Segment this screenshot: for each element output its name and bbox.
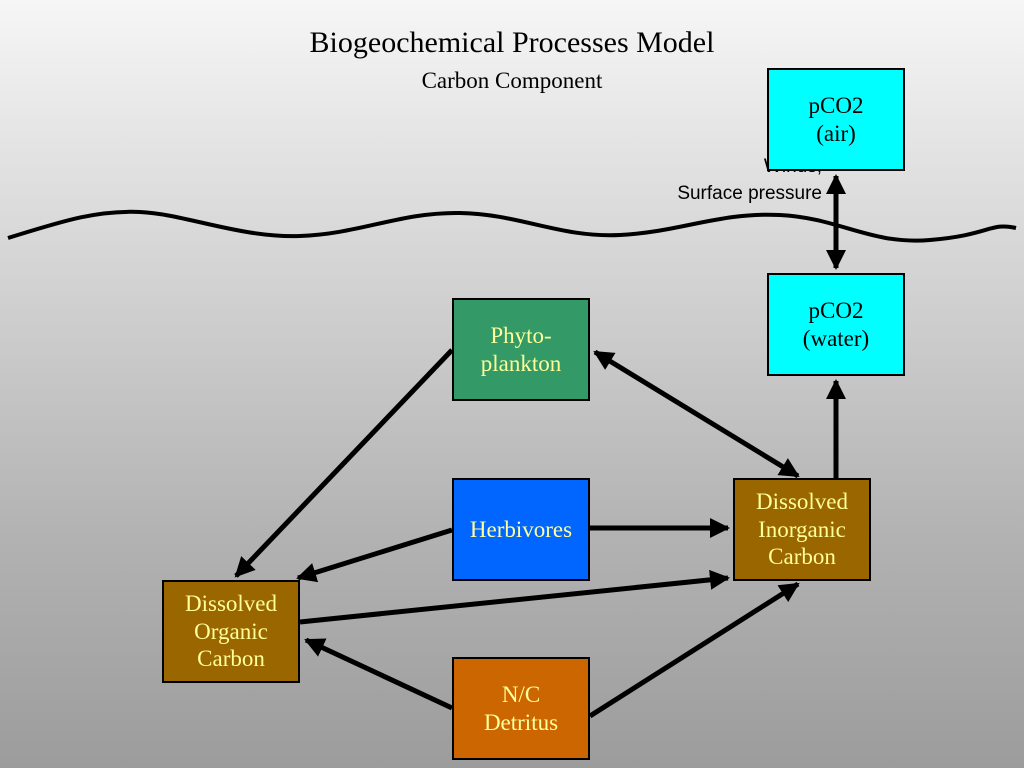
dic-label: Dissolved Inorganic Carbon [756, 489, 848, 570]
water-surface-wave [7, 209, 1017, 243]
pco2-water-label: pCO2 (water) [802, 297, 870, 351]
arrow-phyto-to-doc [234, 348, 454, 578]
pco2-air-box: pCO2 (air) [767, 68, 905, 171]
dissolved-organic-carbon-box: Dissolved Organic Carbon [162, 580, 300, 683]
arrow-detritus-to-doc [304, 637, 454, 711]
nc-detritus-box: N/C Detritus [452, 657, 590, 760]
herbivores-label: Herbivores [469, 516, 573, 542]
arrow-phyto-dic-exchange [593, 349, 800, 479]
diagram-title: Biogeochemical Processes Model [309, 26, 715, 59]
detritus-label: N/C Detritus [483, 681, 559, 735]
arrow-detritus-to-dic [588, 581, 800, 719]
dissolved-inorganic-carbon-box: Dissolved Inorganic Carbon [733, 478, 871, 581]
pco2-air-label: pCO2 (air) [808, 92, 864, 146]
phytoplankton-box: Phyto- plankton [452, 298, 590, 401]
phytoplankton-label: Phyto- plankton [480, 322, 562, 376]
arrow-herbivores-to-doc [296, 527, 453, 583]
pco2-water-box: pCO2 (water) [767, 273, 905, 376]
doc-label: Dissolved Organic Carbon [185, 591, 277, 672]
herbivores-box: Herbivores [452, 478, 590, 581]
arrow-doc-to-dic [299, 569, 730, 625]
diagram-subtitle: Carbon Component [421, 68, 603, 93]
